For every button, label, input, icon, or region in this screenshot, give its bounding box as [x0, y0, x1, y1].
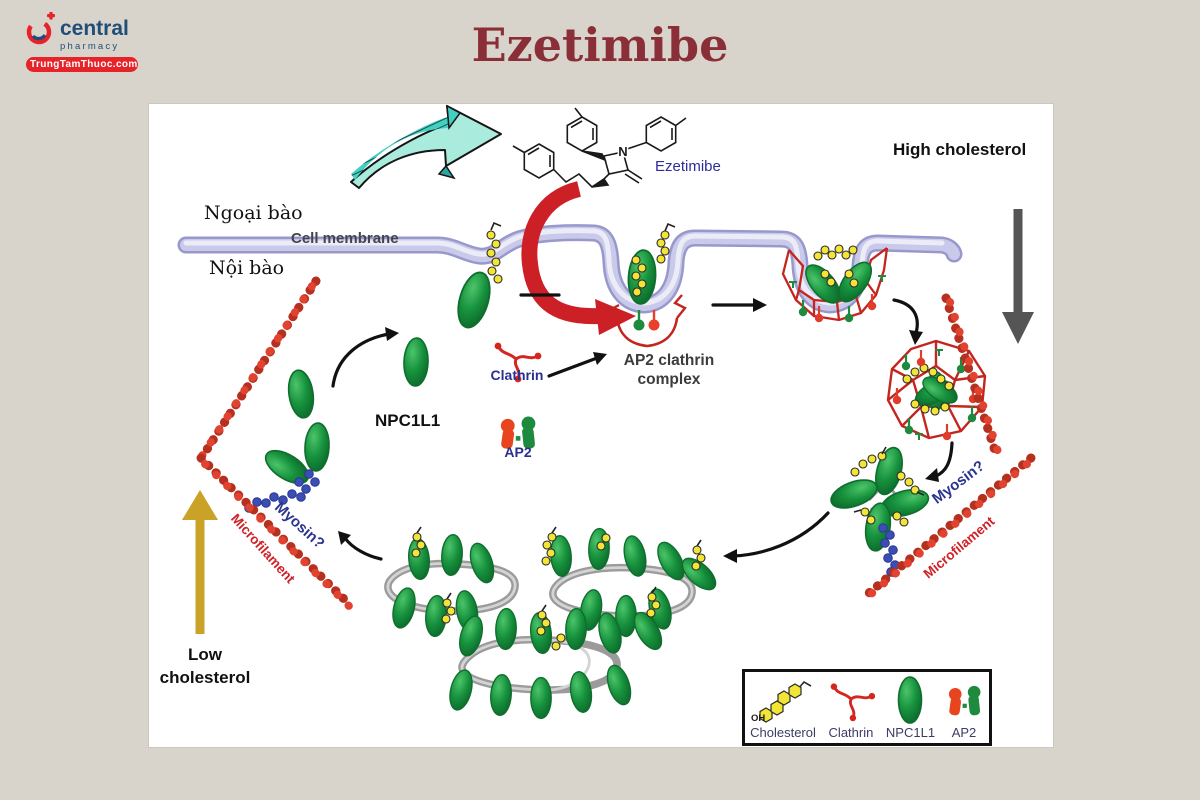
mechanism-art: N: [177, 104, 1036, 720]
npc1l1-label: NPC1L1: [375, 411, 441, 430]
cholesterol-icon: OH: [751, 680, 812, 724]
myosin-right: [878, 523, 900, 577]
teal-process-arrow: [350, 104, 502, 189]
ap2-complex-line2: complex: [637, 371, 701, 389]
clathrin-legend-icon: [829, 681, 875, 723]
myosin-left: [244, 469, 320, 513]
legend-label-npc1l1: NPC1L1: [885, 725, 936, 740]
ap2-clathrin-complex: [608, 294, 687, 348]
logo-subtitle: pharmacy: [60, 41, 120, 52]
ap2-legend-icon: [948, 685, 981, 716]
cell-membrane-label: Cell membrane: [291, 230, 399, 247]
logo-brand: central: [60, 17, 129, 40]
central-pharmacy-logo-icon: [26, 12, 55, 45]
legend-item-npc1l1: NPC1L1: [886, 675, 935, 739]
low-line1: Low: [188, 645, 222, 664]
legend: OH Cholesterol Clathrin NPC1L1: [742, 669, 992, 746]
legend-label-ap2: AP2: [951, 725, 977, 740]
high-cholesterol-arrow: [1002, 209, 1034, 344]
legend-item-clathrin: Clathrin: [827, 679, 875, 739]
mechanism-figure: N: [148, 103, 1054, 748]
membrane-pit-npc1l1: [625, 222, 676, 306]
intracellular-label: Nội bào: [209, 257, 285, 279]
clathrin-label: Clathrin: [490, 367, 544, 383]
cholesterol-chain: [486, 221, 503, 284]
cholesterol-oh-label: OH: [751, 713, 765, 724]
ap2-complex-line1: AP2 clathrin: [623, 352, 715, 369]
low-line2: cholesterol: [159, 667, 251, 687]
npc1l1-legend-icon: [898, 676, 923, 724]
legend-label-cholesterol: Cholesterol: [750, 725, 816, 740]
clathrin-vesicle: [886, 339, 987, 442]
npc1l1-ovals: [259, 267, 497, 491]
microfilament-right: [861, 293, 1036, 603]
central-pharmacy-logo[interactable]: central pharmacy TrungTamThuoc.com: [26, 12, 156, 72]
legend-item-cholesterol: OH Cholesterol: [750, 679, 816, 739]
ap2-label: AP2: [504, 444, 532, 460]
low-cholesterol-arrow: [182, 490, 218, 634]
npc1l1-cluster: [826, 443, 933, 554]
flow-arrows: [331, 293, 954, 563]
coated-pit: [781, 244, 889, 324]
microfilament-left: [196, 276, 354, 611]
extracellular-label: Ngoại bào: [204, 202, 303, 224]
plus-icon: [47, 12, 55, 20]
ezetimibe-structure: N: [512, 107, 687, 189]
logo-badge: TrungTamThuoc.com: [26, 57, 138, 72]
page-title: Ezetimibe: [471, 18, 729, 72]
endosome-rings: [384, 526, 722, 720]
low-cholesterol-label: Low cholesterol: [149, 644, 261, 690]
ap2-clathrin-complex-label: AP2 clathrin complex: [601, 351, 737, 390]
ezetimibe-structure-label: Ezetimibe: [655, 158, 721, 175]
high-cholesterol-label: High cholesterol: [893, 140, 1027, 159]
red-inhibition-arrow: [521, 181, 636, 335]
legend-item-ap2: AP2: [946, 683, 982, 739]
legend-label-clathrin: Clathrin: [828, 725, 874, 740]
endosome-cholesterol-chains: [411, 526, 706, 651]
structure-nitrogen: N: [618, 144, 627, 159]
